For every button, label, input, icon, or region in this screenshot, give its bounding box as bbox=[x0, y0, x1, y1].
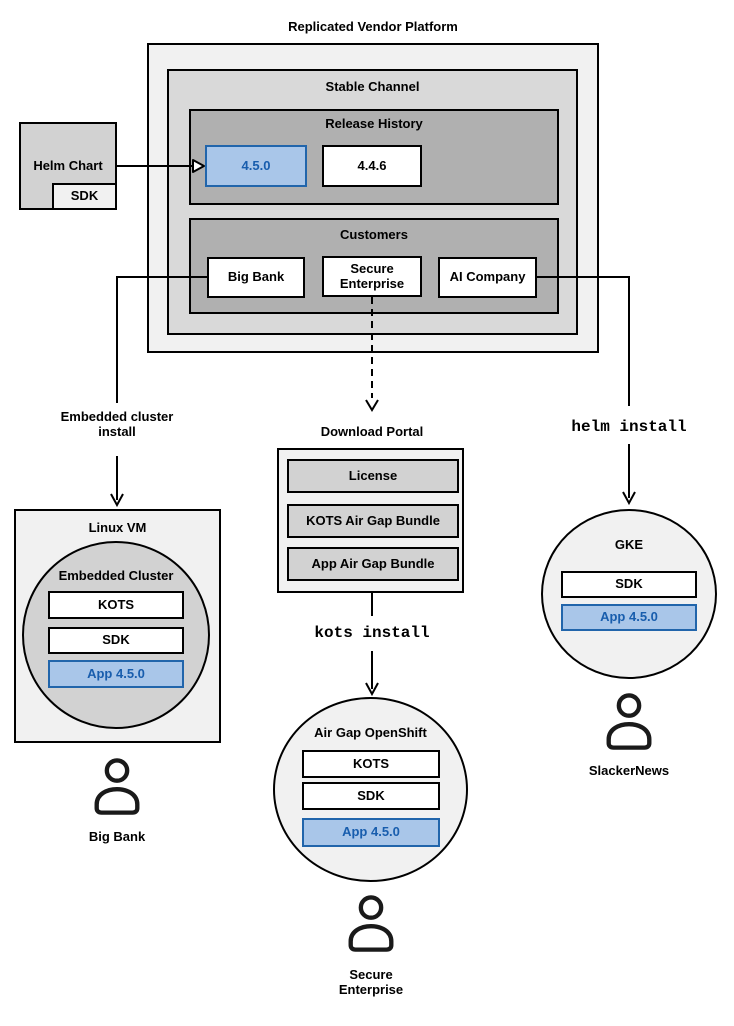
helm-install-label: helm install bbox=[571, 418, 687, 436]
secure-enterprise-user-icon bbox=[348, 895, 394, 952]
embedded-cluster-label: Embedded Cluster bbox=[58, 568, 174, 583]
embedded-sdk-box: SDK bbox=[48, 627, 184, 654]
kots-install-label: kots install bbox=[314, 624, 430, 642]
download-portal-label: Download Portal bbox=[320, 424, 424, 439]
openshift-sdk-box: SDK bbox=[302, 782, 440, 810]
release-4-4-6: 4.4.6 bbox=[322, 145, 422, 187]
airgap-openshift-label: Air Gap OpenShift bbox=[314, 725, 427, 740]
gke-sdk-box: SDK bbox=[561, 571, 697, 598]
linux-vm-label: Linux VM bbox=[88, 520, 147, 535]
release-4-5-0: 4.5.0 bbox=[205, 145, 307, 187]
diagram-title: Replicated Vendor Platform bbox=[288, 19, 458, 34]
stable-channel-label: Stable Channel bbox=[325, 79, 420, 94]
release-history-label: Release History bbox=[325, 116, 423, 131]
secure-enterprise-user-label: Secure Enterprise bbox=[338, 967, 404, 997]
big-bank-user-label: Big Bank bbox=[88, 829, 146, 844]
helm-chart-label: Helm Chart bbox=[33, 158, 103, 173]
slackernews-user-label: SlackerNews bbox=[588, 763, 670, 778]
license-box: License bbox=[287, 459, 459, 493]
gke-app-box: App 4.5.0 bbox=[561, 604, 697, 631]
embedded-install-label: Embedded cluster install bbox=[60, 409, 174, 439]
customer-secure-enterprise: Secure Enterprise bbox=[322, 256, 422, 297]
big-bank-user-icon bbox=[94, 758, 140, 815]
openshift-app-box: App 4.5.0 bbox=[302, 818, 440, 847]
customers-label: Customers bbox=[340, 227, 408, 242]
app-airgap-bundle-box: App Air Gap Bundle bbox=[287, 547, 459, 581]
customer-ai-company: AI Company bbox=[438, 257, 537, 298]
embedded-kots-box: KOTS bbox=[48, 591, 184, 619]
customer-big-bank: Big Bank bbox=[207, 257, 305, 298]
slackernews-user-icon bbox=[606, 693, 652, 750]
helm-chart-sdk-box: SDK bbox=[52, 183, 117, 210]
openshift-kots-box: KOTS bbox=[302, 750, 440, 778]
kots-airgap-bundle-box: KOTS Air Gap Bundle bbox=[287, 504, 459, 538]
gke-label: GKE bbox=[614, 537, 644, 552]
embedded-app-box: App 4.5.0 bbox=[48, 660, 184, 688]
connector-portal-to-openshift bbox=[365, 593, 379, 697]
